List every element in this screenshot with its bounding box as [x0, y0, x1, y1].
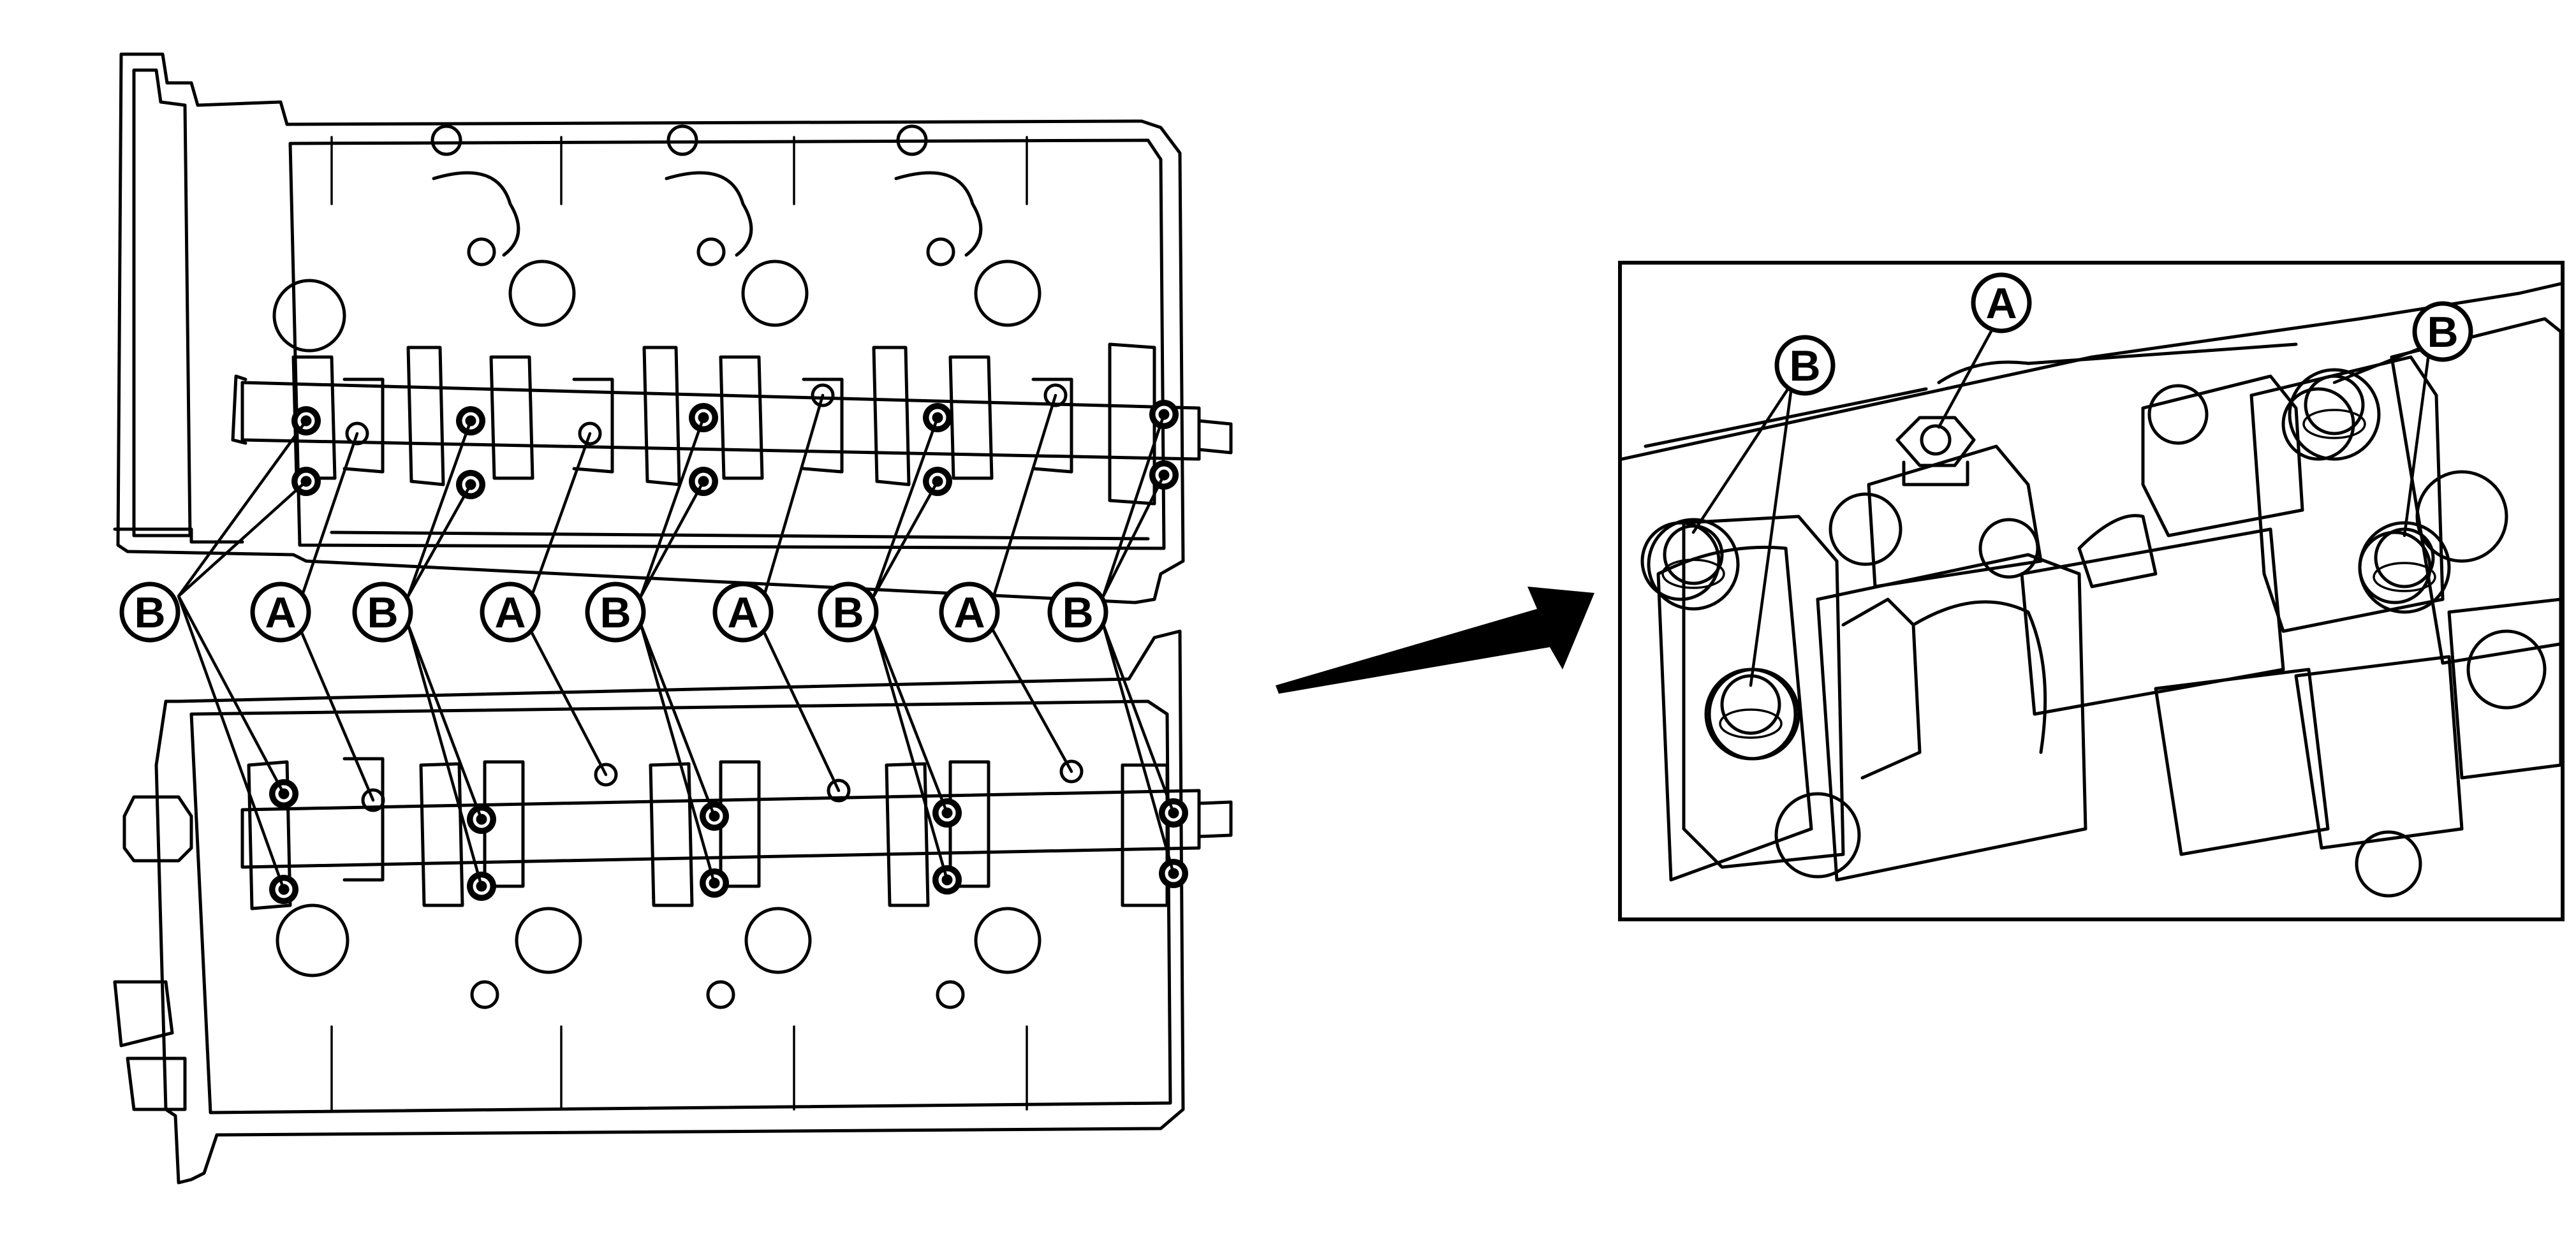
callout-label: B: [2427, 308, 2458, 356]
overview-callouts: B A B A B A B A: [119, 581, 1108, 643]
detail-view-panel: A B B: [1618, 261, 2565, 921]
callout-label: A: [953, 588, 985, 637]
bolt-markers: [269, 383, 1188, 904]
callout-b-2: B: [352, 581, 413, 643]
callout-a-3: A: [712, 581, 774, 643]
callout-b-5: B: [1047, 581, 1108, 643]
callout-label: A: [727, 588, 758, 637]
upper-cylinder-head: [113, 52, 1233, 604]
detail-callout-b-right: B: [2412, 301, 2473, 362]
callout-label: B: [832, 588, 864, 637]
callout-label: A: [1985, 279, 2017, 328]
callout-label: B: [367, 588, 398, 637]
callout-b-4: B: [818, 581, 879, 643]
callout-b-3: B: [585, 581, 646, 643]
detail-bolt-b-3: [2288, 368, 2381, 461]
detail-callout-b-left: B: [1774, 335, 1836, 396]
callout-label: A: [265, 588, 296, 637]
pointer-arrow: [1276, 587, 1594, 694]
callout-label: B: [1789, 342, 1820, 390]
detail-bolt-b-1: [1647, 518, 1740, 611]
callout-label: B: [1062, 588, 1093, 637]
callout-b-1: B: [119, 581, 180, 643]
overview-leader-lines: [177, 393, 1175, 891]
callout-label: A: [494, 588, 526, 637]
callout-label: B: [600, 588, 631, 637]
lower-cylinder-head: [113, 629, 1233, 1185]
detail-callout-a: A: [1971, 272, 2032, 333]
detail-bolt-a: [1895, 416, 1976, 486]
callout-a-1: A: [250, 581, 311, 643]
callout-a-2: A: [480, 581, 541, 643]
callout-a-4: A: [939, 581, 1000, 643]
callout-label: B: [134, 588, 165, 637]
